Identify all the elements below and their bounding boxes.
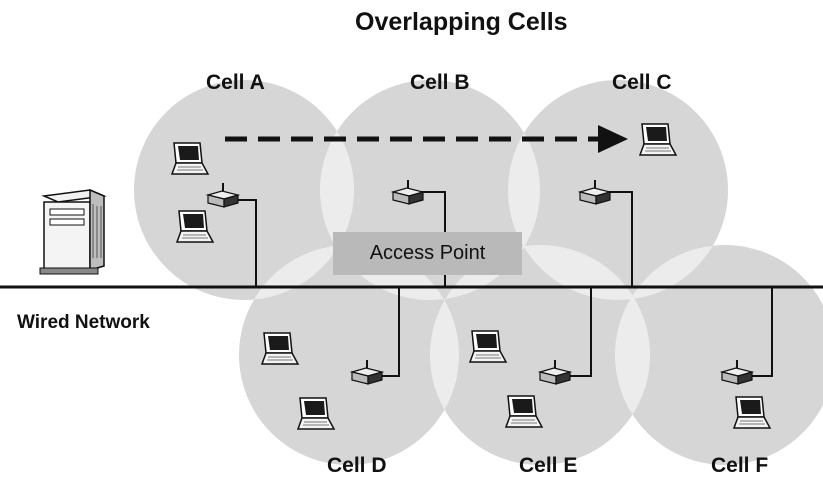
laptop-icon [638,123,678,156]
laptop-icon [504,395,544,428]
laptop-icon [732,396,772,429]
access-point-icon [577,180,613,205]
access-point-label: Access Point [333,232,522,275]
access-point-icon [349,360,385,385]
cell-a-label: Cell A [206,71,265,94]
diagram-title: Overlapping Cells [355,8,568,36]
cell-c-label: Cell C [612,71,672,94]
cell-e-label: Cell E [519,454,578,477]
server-tower-icon [39,188,107,275]
cell-b-label: Cell B [410,71,470,94]
cell-f-label: Cell F [711,454,769,477]
cell-c-circle [508,80,728,300]
cell-e-circle [430,245,650,465]
cell-a-circle [134,80,354,300]
access-point-icon [390,180,426,205]
access-point-icon [205,183,241,208]
roaming-arrow-icon [225,125,628,153]
laptop-icon [260,332,300,365]
wired-network-label: Wired Network [17,312,150,333]
laptop-icon [468,330,508,363]
laptop-icon [170,142,210,175]
laptop-icon [296,397,336,430]
cell-d-label: Cell D [327,454,387,477]
laptops [170,123,772,430]
access-point-icon [719,360,755,385]
access-points [205,180,755,385]
access-point-icon [537,360,573,385]
laptop-icon [175,210,215,243]
cell-d-circle [239,245,459,465]
